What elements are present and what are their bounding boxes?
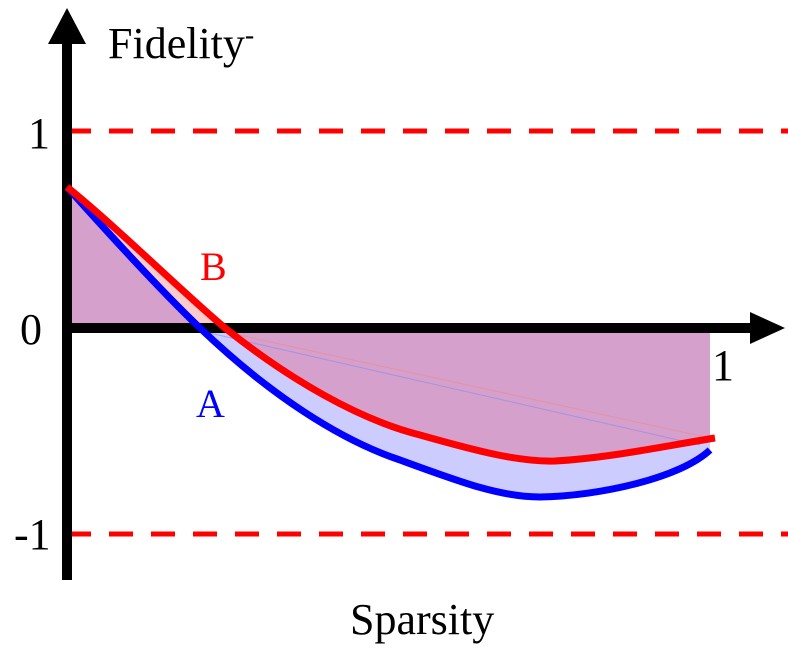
chord-a (204, 331, 701, 446)
x-axis-label: Sparsity (350, 595, 495, 644)
y-axis-label: Fidelity- (108, 19, 255, 68)
curve-b-label: B (200, 244, 227, 289)
curve-a-label: A (196, 381, 225, 426)
y-tick-1: 1 (28, 109, 50, 158)
y-axis-arrow-icon (48, 8, 86, 44)
y-tick-minus-1: -1 (14, 510, 51, 559)
curve-a (64, 184, 713, 501)
x-tick-1: 1 (712, 341, 734, 390)
chord-b (224, 331, 711, 439)
area-overlap (67, 187, 200, 328)
curve-b (64, 184, 716, 465)
y-tick-0: 0 (20, 305, 42, 354)
x-axis-arrow-icon (750, 312, 785, 344)
area-overlap-lower (225, 328, 710, 462)
